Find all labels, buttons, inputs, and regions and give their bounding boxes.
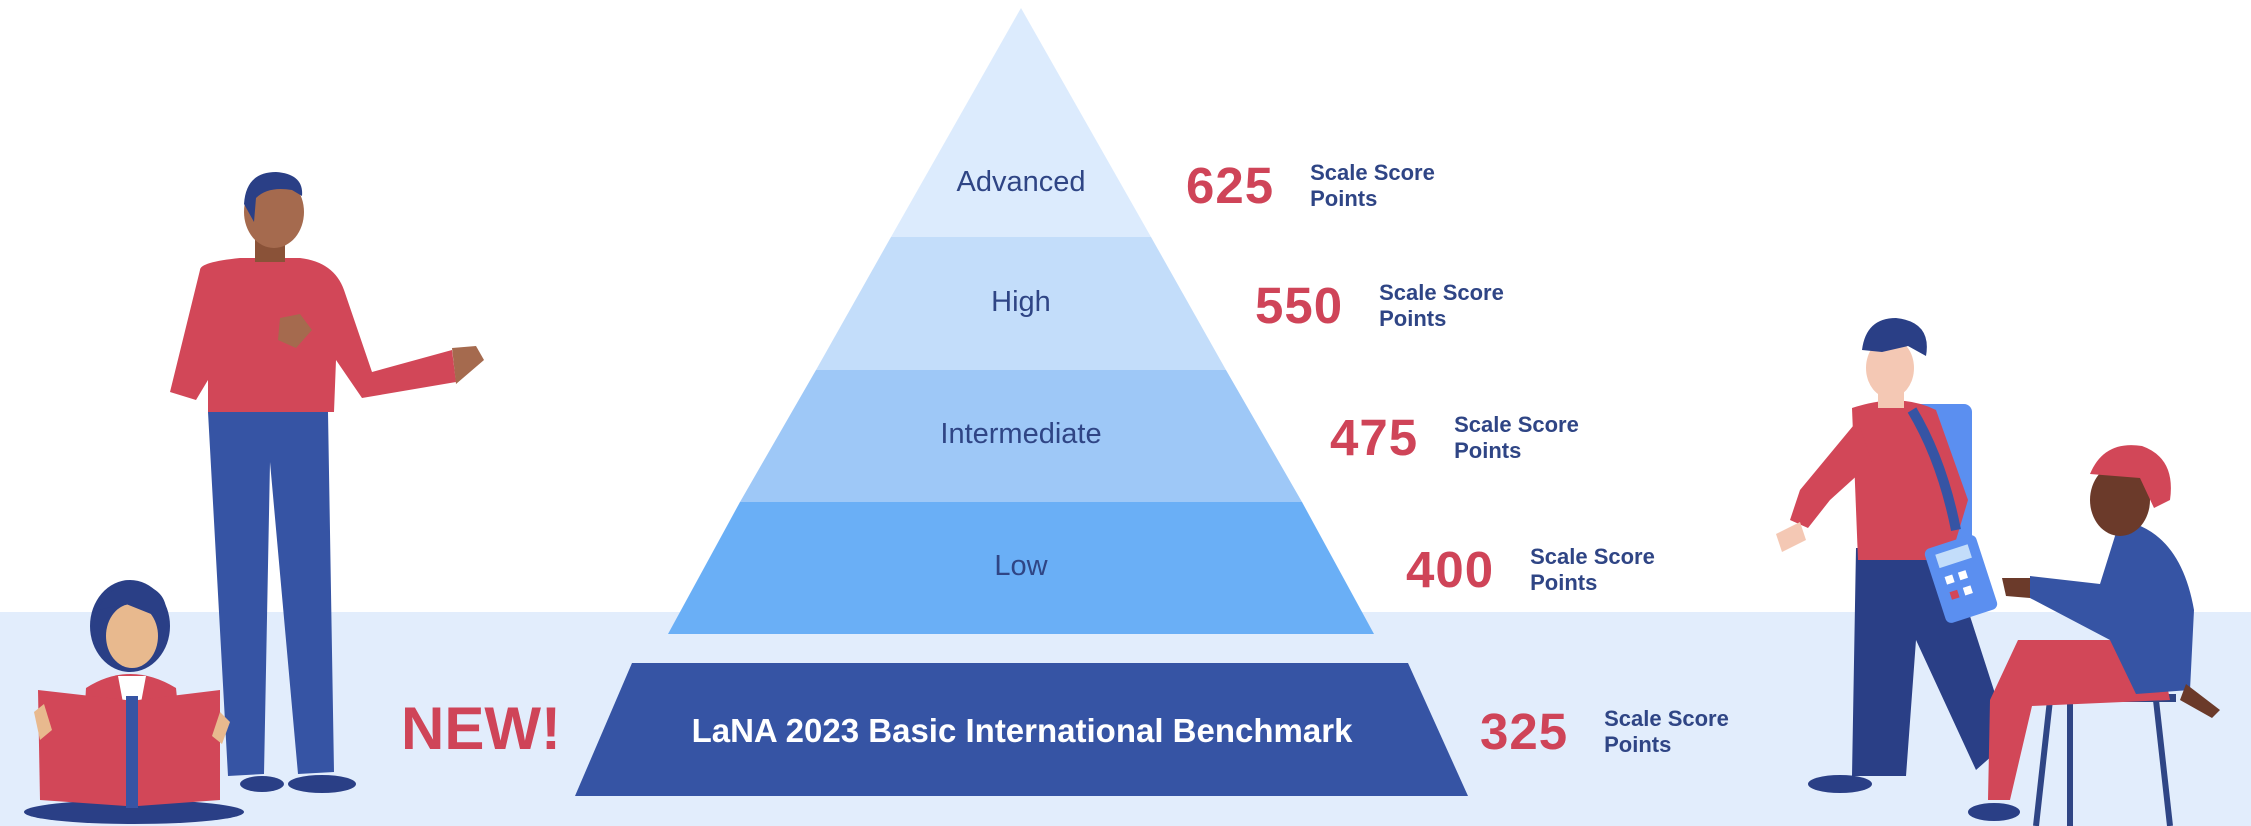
- man-presenting-illustration: [170, 172, 484, 793]
- boy-walking-illustration: [1776, 318, 2010, 793]
- girl-reading-illustration: [24, 580, 244, 824]
- level-label-high: High: [991, 286, 1051, 318]
- score-value: 400: [1406, 541, 1495, 598]
- score-value: 475: [1330, 409, 1419, 466]
- calculator-icon: [1924, 535, 1998, 623]
- benchmark-label: LaNA 2023 Basic International Benchmark: [691, 712, 1353, 749]
- benchmark-tier: [575, 663, 1468, 796]
- score-value: 325: [1480, 703, 1569, 760]
- pyramid-tier-advanced: [891, 8, 1151, 237]
- score-value: 550: [1255, 277, 1344, 334]
- score-value: 625: [1186, 157, 1275, 214]
- girl-sitting-illustration: [1968, 445, 2220, 826]
- pyramid-tier-high: [816, 237, 1226, 370]
- pyramid-tier-low: [668, 502, 1374, 634]
- level-label-low: Low: [994, 550, 1048, 582]
- level-label-advanced: Advanced: [956, 166, 1086, 198]
- pyramid-tier-intermediate: [740, 370, 1302, 502]
- level-label-intermediate: Intermediate: [940, 418, 1102, 450]
- new-badge: NEW!: [401, 695, 561, 762]
